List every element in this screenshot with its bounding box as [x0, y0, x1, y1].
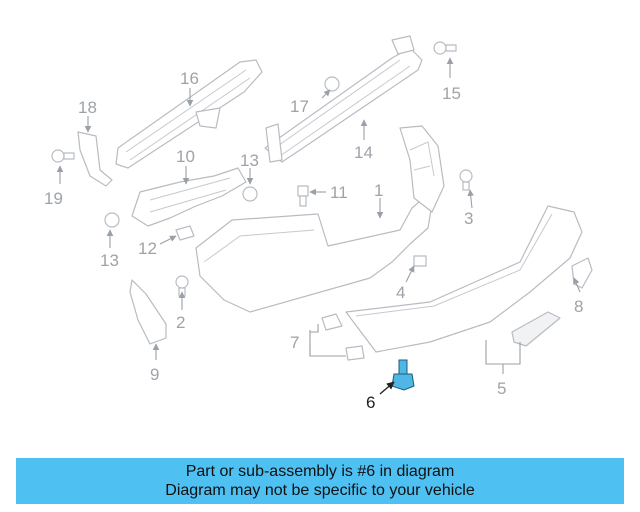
bumper-cover: [195, 125, 445, 313]
callout-6: 6: [366, 393, 375, 412]
leader-lines: [56, 57, 581, 395]
callout-5: 5: [497, 379, 506, 398]
callout-19: 19: [44, 189, 63, 208]
callout-7: 7: [290, 333, 299, 352]
callout-18: 18: [78, 98, 97, 117]
callout-16: 16: [180, 69, 199, 88]
callout-2: 2: [176, 313, 185, 332]
callout-9: 9: [150, 365, 159, 384]
banner-line-1: Part or sub-assembly is #6 in diagram: [185, 463, 455, 480]
parts-diagram: 16 18 17 15 14 10 13 19 11 1 3 13 12 2 4…: [44, 35, 593, 412]
callout-12: 12: [138, 239, 157, 258]
side-panel-9: [129, 279, 167, 345]
reflector-8: [571, 257, 593, 289]
callout-3: 3: [464, 209, 473, 228]
fasteners: [51, 41, 473, 361]
callout-10: 10: [176, 147, 195, 166]
callout-13-top: 13: [240, 151, 259, 170]
callout-8: 8: [574, 297, 583, 316]
energy-absorber: [115, 59, 263, 169]
banner-line-2: Diagram may not be specific to your vehi…: [165, 482, 475, 499]
callout-17: 17: [290, 97, 309, 116]
callout-labels: 16 18 17 15 14 10 13 19 11 1 3 13 12 2 4…: [44, 69, 583, 412]
reinforcement-beam: [264, 35, 423, 163]
callout-4: 4: [396, 283, 405, 302]
highlighted-bolt-6[interactable]: [391, 359, 415, 391]
callout-14: 14: [354, 143, 373, 162]
lower-valance: [345, 205, 583, 353]
callout-11: 11: [330, 183, 348, 202]
corner-bracket: [131, 167, 247, 227]
callout-15: 15: [442, 84, 461, 103]
callout-1: 1: [374, 181, 383, 200]
side-bracket-18: [77, 131, 113, 187]
info-banner: Part or sub-assembly is #6 in diagram Di…: [16, 458, 624, 504]
callout-13-bottom: 13: [100, 251, 119, 270]
